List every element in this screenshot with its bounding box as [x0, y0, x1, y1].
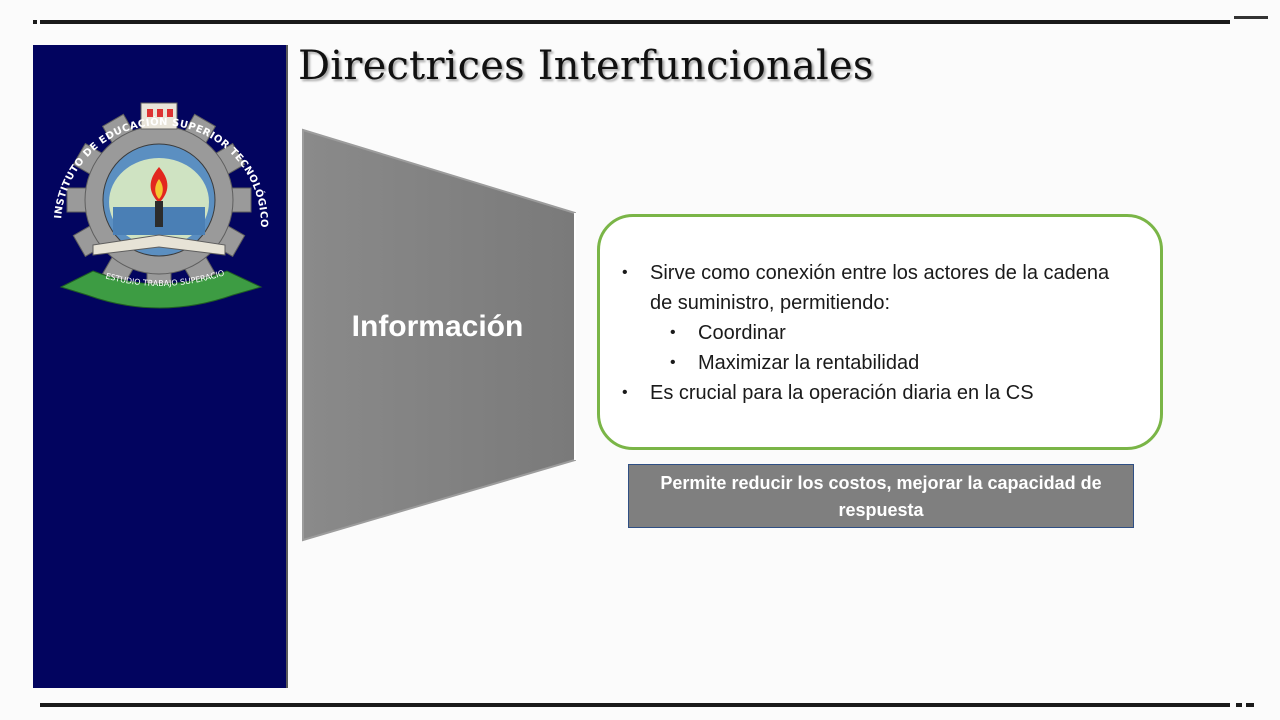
bullet-list: Sirve como conexión entre los actores de… [622, 258, 1130, 408]
sidebar-band: INSTITUTO DE EDUCACIÓN SUPERIOR TECNOLÓG… [33, 45, 288, 688]
information-shape [302, 128, 576, 542]
slide-title: Directrices Interfuncionales [298, 43, 874, 89]
list-item: Maximizar la rentabilidad [670, 348, 1130, 378]
content-box: Sirve como conexión entre los actores de… [597, 214, 1163, 450]
sub-bullet-list: Coordinar Maximizar la rentabilidad [670, 318, 1130, 378]
information-label: Información [351, 310, 524, 343]
top-rule [40, 20, 1230, 24]
list-item: Sirve como conexión entre los actores de… [622, 258, 1130, 318]
list-item: Coordinar [670, 318, 1130, 348]
bottom-rule [40, 703, 1230, 707]
note-box: Permite reducir los costos, mejorar la c… [628, 464, 1134, 528]
bottom-rule-dash [1246, 703, 1254, 707]
list-item: Coordinar Maximizar la rentabilidad [650, 318, 1130, 378]
top-rule-end [1234, 16, 1268, 19]
top-rule-dash [33, 20, 37, 24]
bottom-rule-dash [1236, 703, 1242, 707]
list-item: Es crucial para la operación diaria en l… [622, 378, 1130, 408]
institution-logo: INSTITUTO DE EDUCACIÓN SUPERIOR TECNOLÓG… [33, 75, 269, 309]
